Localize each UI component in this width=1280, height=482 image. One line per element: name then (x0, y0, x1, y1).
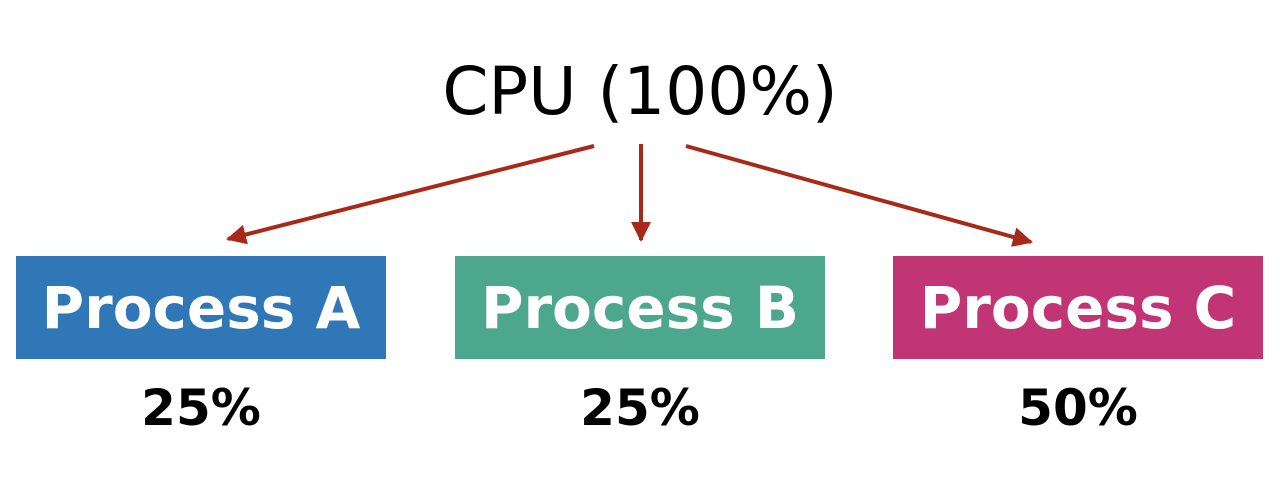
process-c-box: Process C (893, 256, 1263, 359)
process-a-box: Process A (16, 256, 386, 359)
cpu-label: CPU (100%) (442, 53, 838, 130)
process-b-share: 25% (580, 379, 700, 437)
arrow-to-process-c (685, 144, 1033, 247)
arrow-to-process-a (226, 144, 595, 245)
process-c-label: Process C (919, 273, 1237, 342)
process-c-share: 50% (1018, 379, 1138, 437)
process-a-label: Process A (41, 273, 361, 342)
process-b-label: Process B (480, 273, 800, 342)
process-b-box: Process B (455, 256, 825, 359)
process-a-share: 25% (141, 379, 261, 437)
